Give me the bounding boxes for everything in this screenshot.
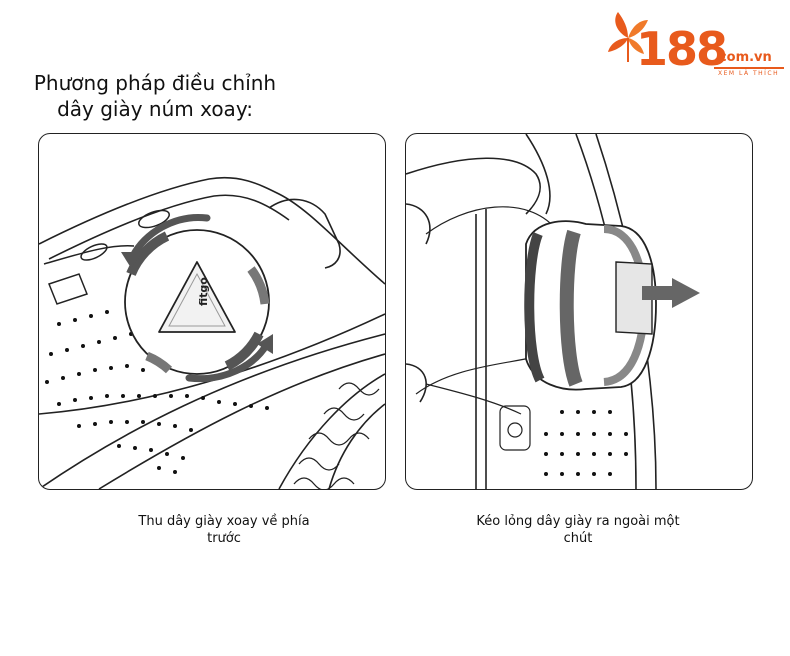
step-1-caption-line-2: trước <box>207 531 241 546</box>
dial-knob-side <box>524 220 657 391</box>
title-line-1: Phương pháp điều chỉnh <box>33 71 277 95</box>
logo-number: 188 <box>636 22 728 76</box>
step-2-illustration <box>405 133 753 490</box>
step-1-caption: Thu dây giày xoay về phía trước <box>104 513 344 547</box>
shoe-side-drawing <box>406 134 700 489</box>
leaf-icon <box>608 12 648 62</box>
step-2-caption: Kéo lỏng dây giày ra ngoài một chút <box>458 513 698 547</box>
step-2-caption-line-2: chút <box>563 531 593 546</box>
svg-text:fitgo: fitgo <box>197 277 210 306</box>
logo-domain: .com.vn <box>714 50 772 65</box>
dial-knob: fitgo <box>124 229 270 375</box>
step-2-caption-line-1: Kéo lỏng dây giày ra ngoài một <box>476 514 680 529</box>
title-line-2: dây giày núm xoay: <box>57 97 253 121</box>
step-1-caption-line-1: Thu dây giày xoay về phía <box>138 514 310 529</box>
pull-out-arrow-icon <box>642 278 700 308</box>
logo-divider <box>714 67 784 69</box>
logo-slogan: XEM LÀ THÍCH <box>718 70 780 77</box>
rotate-arrows-icon <box>121 214 273 383</box>
step-1-illustration: fitgo <box>38 133 386 490</box>
page-title: Phương pháp điều chỉnh dây giày núm xoay… <box>20 70 290 122</box>
brand-logo: 188 .com.vn XEM LÀ THÍCH <box>606 10 786 82</box>
shoe-dial-drawing: fitgo <box>39 176 385 489</box>
